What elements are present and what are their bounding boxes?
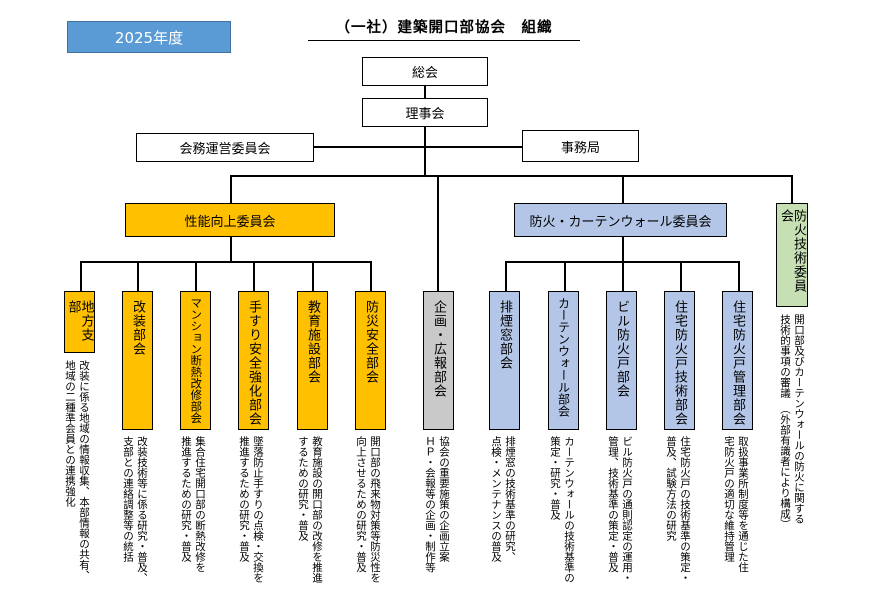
fiscal-year-badge: 2025年度 — [67, 21, 231, 53]
connector — [437, 175, 439, 292]
unit-regional-branch: 地方支部 — [64, 291, 95, 353]
connector — [424, 126, 426, 176]
connector — [312, 261, 314, 292]
connector — [230, 236, 232, 262]
connector — [505, 261, 507, 292]
page-title: （一社）建築開口部協会 組織 — [308, 16, 580, 41]
unit-education-facility: 教育施設部会 — [297, 291, 328, 430]
connector — [370, 261, 372, 292]
unit-house-fire-door-tech: 住宅防火戸技術部会 — [664, 291, 695, 430]
unit-renovation: 改装部会 — [122, 291, 153, 430]
unit-description: 教育施設の開口部の改修を推進 するための研究・普及 — [297, 436, 323, 583]
unit-planning-pr: 企画・広報部会 — [423, 291, 454, 430]
connector — [195, 261, 197, 292]
unit-building-fire-door: ビル防火戸部会 — [606, 291, 637, 430]
board-box: 理事会 — [362, 98, 488, 127]
unit-description: 改装技術等に係る研究・普及、 支部との連絡調整等の統括 — [122, 436, 148, 583]
management-committee-box: 会務運営委員会 — [136, 133, 314, 162]
connector — [80, 261, 82, 292]
connector — [505, 261, 738, 263]
connector — [230, 175, 792, 177]
unit-description: 集合住宅開口部の断熱改修を 推進するための研究・普及 — [180, 436, 206, 573]
connector — [230, 175, 232, 204]
unit-description: カーテンウォールの技術基準の 策定・研究・普及 — [549, 436, 575, 583]
performance-committee-box: 性能向上委員会 — [125, 203, 335, 237]
unit-description: 開口部の飛来物対策等防災性を 向上させるための研究・普及 — [355, 436, 381, 583]
unit-disaster-safety: 防災安全部会 — [355, 291, 386, 430]
fire-technology-committee-box: 防火技術委員会 — [776, 203, 808, 307]
connector — [312, 146, 524, 148]
fire-technology-description: 開口部及びカーテンウォールの防火に関する 技術的事項の審議 （外部有識者により構… — [779, 314, 805, 530]
unit-smoke-window: 排煙窓部会 — [489, 291, 520, 430]
unit-description: 協会の重要施策の企画立案 ＨＰ・会報等の企画・制作等 — [424, 436, 450, 573]
connector — [137, 261, 139, 292]
connector — [622, 236, 624, 262]
unit-curtain-wall: カーテンウォール部会 — [548, 291, 579, 430]
fire-curtainwall-committee-box: 防火・カーテンウォール委員会 — [514, 203, 727, 237]
general-assembly-box: 総会 — [362, 57, 488, 86]
unit-description: 取扱事業所制度等を通じた住 宅防火戸の適切な維持管理 — [723, 436, 749, 573]
unit-description: 改装に係る地域の情報収集、本部情報の共有、 地域の二種準会員との連携強化 — [64, 360, 90, 581]
connector — [253, 261, 255, 292]
connector — [622, 175, 624, 204]
connector — [622, 261, 624, 292]
connector — [680, 261, 682, 292]
unit-description: 墜落防止手すりの点検・交換を 推進するための研究・普及 — [238, 436, 264, 583]
unit-description: 排煙窓の技術基準の研究、 点検・メンテナンスの普及 — [490, 436, 516, 562]
connector — [80, 261, 371, 263]
unit-description: 住宅防火戸の技術基準の策定・ 普及、試験方法の研究 — [665, 436, 691, 583]
connector — [564, 261, 566, 292]
unit-handrail-safety: 手すり安全強化部会 — [238, 291, 269, 430]
connector — [738, 261, 740, 292]
unit-house-fire-door-mgmt: 住宅防火戸管理部会 — [722, 291, 753, 430]
unit-description: ビル防火戸の通則認定の運用・ 管理、技術基準の策定・普及 — [607, 436, 633, 583]
connector — [791, 175, 793, 204]
connector — [424, 85, 426, 98]
secretariat-box: 事務局 — [522, 130, 639, 162]
unit-mansion-insulation: マンション断熱改修部会 — [180, 291, 211, 430]
